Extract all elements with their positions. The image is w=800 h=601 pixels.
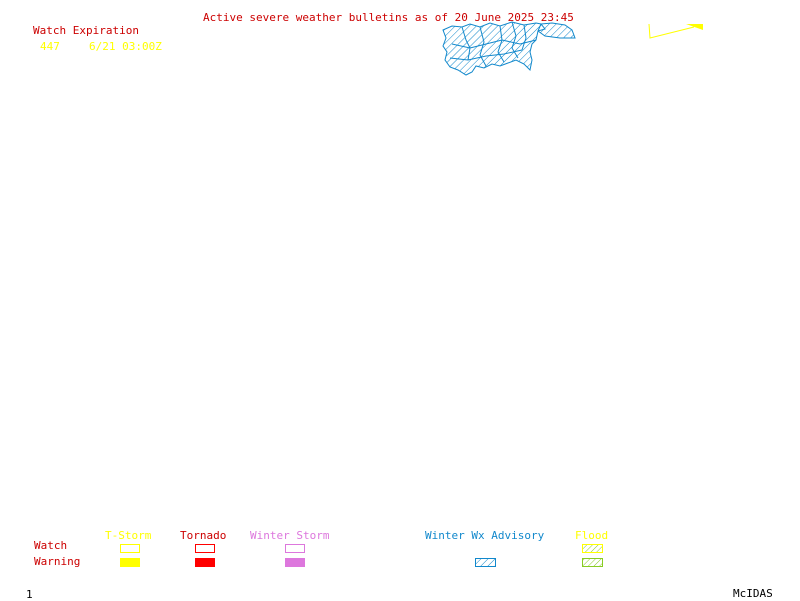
watch-number: 447 — [40, 40, 60, 53]
legend-label-winter-advisory: Winter Wx Advisory — [425, 529, 545, 542]
legend-row-warning: Warning — [34, 555, 81, 568]
frame-number: 1 — [26, 588, 33, 601]
tornado-watch-swatch — [195, 544, 215, 553]
tornado-warning-swatch — [195, 558, 215, 567]
legend-label-flood: Flood — [575, 529, 609, 542]
winter-storm-warning-swatch — [285, 558, 305, 567]
winter-storm-watch-swatch — [285, 544, 305, 553]
bulletin-title: Active severe weather bulletins as of 20… — [203, 11, 574, 24]
watch-expiration-header: Watch Expiration — [33, 24, 139, 37]
winter-advisory-area — [442, 21, 576, 76]
wind-barb-icon — [648, 23, 703, 39]
watch-expiration-time: 6/21 03:00Z — [89, 40, 162, 53]
legend-label-winter-storm: Winter Storm — [250, 529, 330, 542]
tstorm-warning-swatch — [120, 558, 140, 567]
legend-label-tstorm: T-Storm — [105, 529, 152, 542]
tstorm-watch-swatch — [120, 544, 140, 553]
legend-label-tornado: Tornado — [180, 529, 227, 542]
legend-row-watch: Watch — [34, 539, 68, 552]
mcidas-brand: McIDAS — [733, 587, 773, 600]
